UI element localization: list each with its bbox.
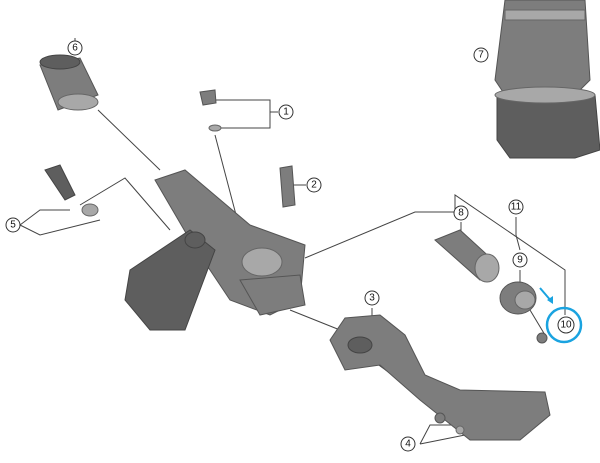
part-3-lever xyxy=(329,314,551,441)
svg-text:8: 8 xyxy=(458,208,464,219)
svg-text:6: 6 xyxy=(72,43,78,54)
svg-text:9: 9 xyxy=(517,255,523,266)
highlight-circle xyxy=(545,306,583,344)
callout-10: 10 xyxy=(557,316,575,334)
part-7-sleeve xyxy=(494,0,600,159)
svg-text:4: 4 xyxy=(405,439,411,450)
svg-text:5: 5 xyxy=(10,220,16,231)
master-cylinder-body xyxy=(124,169,306,331)
callout-4: 4 xyxy=(400,436,416,452)
part-5-bolt xyxy=(44,164,99,217)
svg-text:2: 2 xyxy=(311,180,317,191)
part-4-nut xyxy=(455,425,465,435)
svg-text:1: 1 xyxy=(283,107,289,118)
svg-text:10: 10 xyxy=(560,320,572,331)
svg-text:3: 3 xyxy=(369,293,375,304)
part-2-pin xyxy=(279,165,296,208)
highlight-arrowhead-icon xyxy=(547,296,553,304)
part-4-screw xyxy=(434,412,446,424)
part-10-plug xyxy=(536,332,548,344)
part-9-seal xyxy=(499,281,537,315)
svg-text:11: 11 xyxy=(511,202,522,213)
callout-2: 2 xyxy=(306,177,322,193)
callout-11: 11 xyxy=(508,199,524,215)
callout-9: 9 xyxy=(512,252,528,268)
callout-8: 8 xyxy=(453,205,469,221)
part-8-insert xyxy=(434,229,500,283)
callout-3: 3 xyxy=(364,290,380,306)
callout-1: 1 xyxy=(278,104,294,120)
part-1-screw xyxy=(199,89,222,132)
callout-7: 7 xyxy=(473,47,489,63)
callout-6: 6 xyxy=(67,40,83,56)
part-6-cap xyxy=(39,54,99,111)
svg-text:7: 7 xyxy=(478,50,484,61)
callout-5: 5 xyxy=(5,217,21,233)
